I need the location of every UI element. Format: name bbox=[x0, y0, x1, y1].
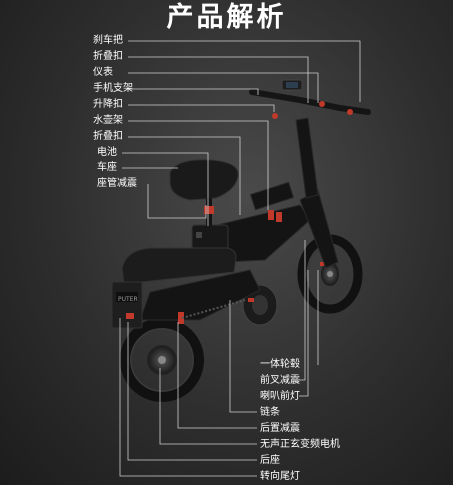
plate bbox=[111, 281, 143, 329]
label-dashboard: 仪表 bbox=[93, 67, 113, 78]
saddle bbox=[169, 159, 239, 226]
label-brake-lever: 刹车把 bbox=[93, 35, 123, 46]
label-folding-clasp-1: 折叠扣 bbox=[93, 51, 123, 62]
rear-wheel bbox=[120, 318, 204, 402]
label-front-fork-suspension: 前叉减震 bbox=[260, 375, 300, 386]
label-folding-clasp-2: 折叠扣 bbox=[93, 131, 123, 142]
motor-hub bbox=[242, 284, 278, 326]
rear-rack bbox=[121, 247, 237, 285]
page-title: 产品解析 bbox=[166, 2, 287, 33]
label-rear-seat: 后座 bbox=[260, 455, 280, 466]
leader-lines-right bbox=[119, 240, 319, 477]
label-horn-headlight: 喇叭前灯 bbox=[260, 391, 300, 402]
rear-light bbox=[126, 313, 134, 319]
label-turn-taillight: 转向尾灯 bbox=[260, 471, 300, 482]
label-lift-clasp: 升降扣 bbox=[93, 99, 123, 110]
label-chain: 链条 bbox=[260, 407, 280, 418]
chain bbox=[181, 299, 246, 319]
label-seat-suspension: 座管减震 bbox=[97, 178, 137, 189]
plate-badge: PUTER bbox=[118, 296, 138, 303]
handlebar bbox=[249, 79, 371, 119]
label-phone-holder: 手机支架 bbox=[93, 83, 133, 94]
label-rear-suspension: 后置减震 bbox=[260, 423, 300, 434]
label-bottle-holder: 水壶架 bbox=[93, 115, 123, 126]
label-motor: 无声正玄变频电机 bbox=[260, 439, 340, 450]
label-seat: 车座 bbox=[97, 162, 117, 173]
leader-lines-left bbox=[122, 40, 361, 226]
label-integrated-hub: 一体轮毂 bbox=[260, 359, 300, 370]
label-battery: 电池 bbox=[97, 147, 117, 158]
rear-shock bbox=[178, 210, 282, 324]
